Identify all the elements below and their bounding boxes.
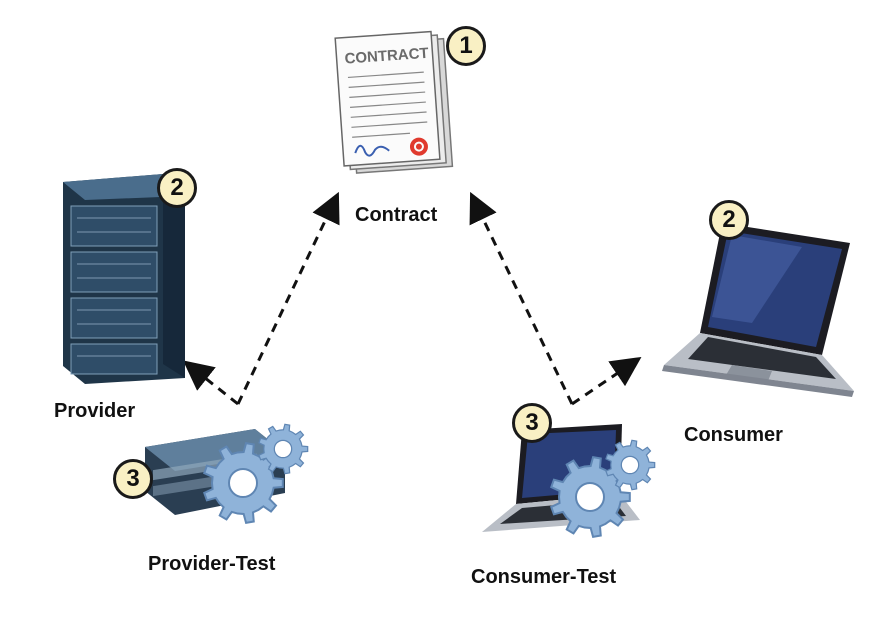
consumer-label: Consumer [684, 424, 783, 446]
provider-label: Provider [54, 400, 136, 422]
consumer-laptop-icon [662, 223, 854, 397]
gear-large-icon [550, 455, 631, 539]
gear-small-icon [258, 423, 309, 475]
step-badge-provider: 2 [157, 168, 197, 208]
contract-label: Contract [355, 204, 438, 226]
contract-document-icon: CONTRACT [334, 30, 454, 174]
provider-test-gear-icon [203, 423, 309, 525]
step-badge-consumer: 2 [709, 200, 749, 240]
arrow-provider-test-to-provider [182, 360, 239, 406]
arrow-consumer-test-to-contract [469, 191, 574, 405]
consumer-test-label: Consumer-Test [471, 566, 617, 588]
step-badge-provider-test: 3 [113, 459, 153, 499]
contract-doc-heading: CONTRACT [344, 45, 429, 68]
step-badge-contract: 1 [446, 26, 486, 66]
arrow-consumer-test-to-consumer [571, 356, 642, 406]
gear-large-icon [203, 441, 284, 525]
arrow-provider-test-to-contract [236, 191, 340, 405]
provider-test-label: Provider-Test [148, 553, 276, 575]
gear-small-icon [605, 439, 656, 491]
step-badge-consumer-test: 3 [512, 403, 552, 443]
consumer-test-gear-icon [550, 439, 656, 539]
provider-server-icon [63, 174, 185, 384]
